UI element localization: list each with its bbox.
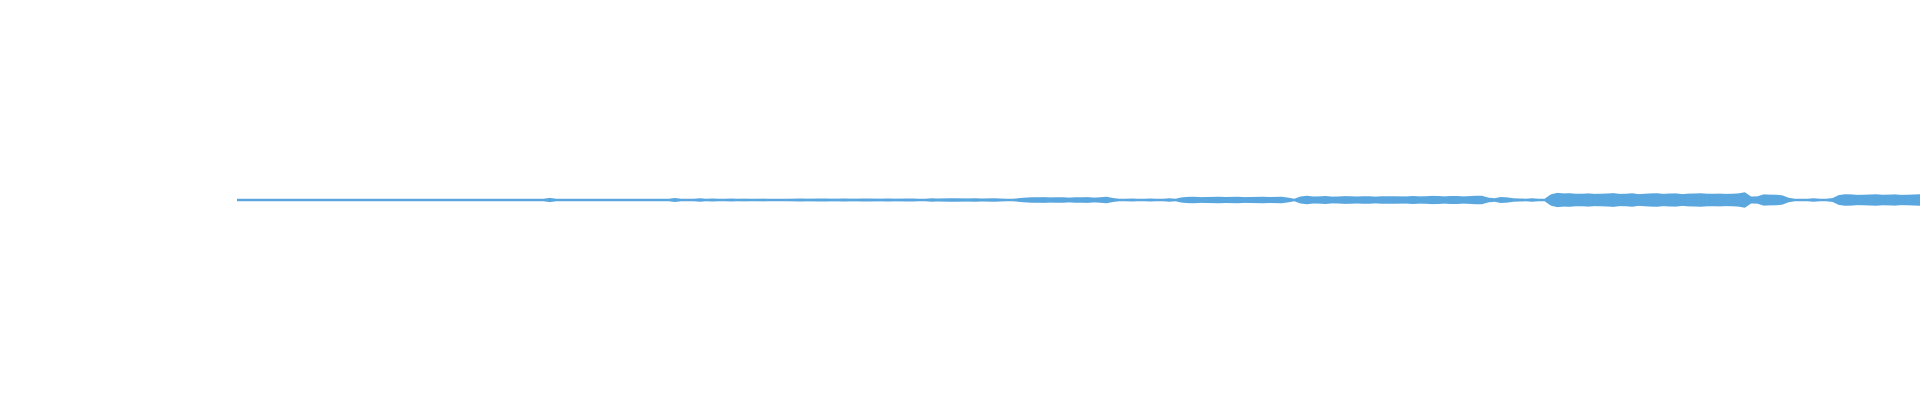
waveform-shape <box>237 192 1920 208</box>
